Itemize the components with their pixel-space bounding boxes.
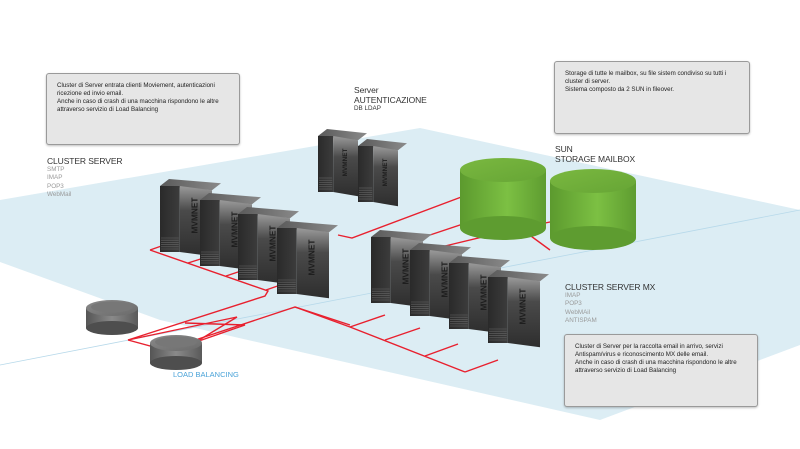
load-balancer-1 bbox=[86, 300, 138, 335]
note-line: Cluster di Server entrata clienti Moviem… bbox=[57, 82, 215, 89]
server-top bbox=[449, 256, 510, 268]
note-line: Storage di tutte le mailbox, su file sis… bbox=[565, 70, 727, 77]
link-mx-3 bbox=[424, 343, 459, 357]
link-cluster-bus bbox=[127, 249, 270, 341]
note-cluster-server: Cluster di Server entrata clienti Moviem… bbox=[46, 73, 240, 145]
server-front bbox=[200, 200, 220, 266]
server-front bbox=[488, 277, 508, 343]
server-side bbox=[373, 146, 398, 207]
brand-mark: MVMNET bbox=[400, 248, 410, 284]
brand-mark: MVMNET bbox=[267, 225, 277, 261]
service-item: IMAP bbox=[47, 174, 63, 182]
server-front bbox=[238, 214, 258, 280]
server-front bbox=[371, 237, 391, 303]
server-front bbox=[358, 146, 374, 202]
brand-mark: MVMNET bbox=[229, 211, 239, 247]
storage-unit-2 bbox=[550, 169, 636, 250]
cluster-server-4: MVMNET bbox=[277, 221, 338, 299]
mx-server-group: MVMNET MVMNET MVMNET MVMNET bbox=[371, 230, 549, 348]
label-auth-server: Server AUTENTICAZIONE DB LDAP bbox=[354, 85, 427, 113]
link-mx-1 bbox=[349, 314, 386, 328]
brand-mark: MVMNET bbox=[342, 149, 349, 177]
note-line: Cluster di Server per la raccolta email … bbox=[575, 343, 723, 350]
label-line: STORAGE MAILBOX bbox=[555, 154, 636, 164]
note-line: Antispam/virus e riconoscimento MX delle… bbox=[575, 351, 709, 358]
server-front bbox=[160, 186, 180, 252]
brand-mark: MVMNET bbox=[306, 239, 316, 275]
service-item: IMAP bbox=[565, 292, 581, 299]
note-line: attraverso servizio di Load Balancing bbox=[57, 106, 159, 113]
service-item: WebMail bbox=[47, 191, 72, 199]
note-line: ricezione ed invio email. bbox=[57, 90, 124, 97]
server-side bbox=[296, 228, 329, 299]
note-line: Anche in caso di crash di una macchina r… bbox=[57, 98, 219, 105]
server-top bbox=[238, 207, 299, 219]
server-top bbox=[200, 193, 261, 205]
brand-mark: MVMNET bbox=[478, 274, 488, 310]
label-line: SUN bbox=[555, 144, 573, 154]
brand-mark: MVMNET bbox=[382, 159, 389, 187]
server-top bbox=[358, 139, 407, 151]
label-cluster-server: CLUSTER SERVER SMTP IMAP POP3 WebMail bbox=[47, 156, 123, 200]
service-item: SMTP bbox=[47, 166, 65, 173]
load-balancer-2 bbox=[150, 335, 202, 370]
note-storage: Storage di tutte le mailbox, su file sis… bbox=[554, 61, 750, 134]
link-storage-a bbox=[337, 189, 481, 239]
label-line: DB LDAP bbox=[354, 105, 381, 112]
server-front bbox=[277, 228, 297, 294]
label-cluster-mx: CLUSTER SERVER MX IMAP POP3 WebMAil ANTI… bbox=[565, 282, 655, 326]
server-front bbox=[410, 250, 430, 316]
link-lb-c bbox=[184, 322, 246, 343]
server-side bbox=[507, 277, 540, 348]
label-line: Server bbox=[354, 85, 379, 95]
brand-mark: MVMNET bbox=[517, 288, 527, 324]
service-item: WebMAil bbox=[565, 308, 591, 316]
server-front bbox=[318, 136, 334, 192]
link-mx-4 bbox=[464, 359, 499, 373]
server-top bbox=[160, 179, 221, 191]
service-item: POP3 bbox=[565, 300, 582, 308]
server-front bbox=[449, 263, 469, 329]
link-lb-a bbox=[127, 316, 238, 341]
server-top bbox=[371, 230, 432, 242]
label-title: CLUSTER SERVER MX bbox=[565, 282, 656, 292]
note-line: cluster di server. bbox=[565, 78, 611, 85]
server-top bbox=[410, 243, 471, 255]
note-line: Sistema composto da 2 SUN in fileover. bbox=[565, 86, 675, 93]
brand-mark: MVMNET bbox=[439, 261, 449, 297]
note-line: attraverso servizio di Load Balancing bbox=[575, 367, 677, 374]
auth-server-1: MVMNET bbox=[318, 129, 367, 197]
auth-server-2: MVMNET bbox=[358, 139, 407, 207]
mx-server-4: MVMNET bbox=[488, 270, 549, 348]
server-top bbox=[488, 270, 549, 282]
auth-server-group: MVMNET MVMNET bbox=[318, 129, 407, 207]
label-line: AUTENTICAZIONE bbox=[354, 95, 427, 105]
server-top bbox=[318, 129, 367, 141]
service-item: ANTISPAM bbox=[565, 317, 597, 325]
service-item: POP3 bbox=[47, 182, 64, 190]
storage-unit-1 bbox=[460, 158, 546, 240]
label-title: CLUSTER SERVER bbox=[47, 156, 123, 166]
note-cluster-mx: Cluster di Server per la raccolta email … bbox=[564, 334, 758, 407]
link-mx-2 bbox=[384, 327, 421, 341]
label-storage: SUN STORAGE MAILBOX bbox=[555, 144, 635, 164]
brand-mark: MVMNET bbox=[189, 197, 199, 233]
cluster-server-group: MVMNET MVMNET MVMNET MVMNET bbox=[160, 179, 338, 299]
server-top bbox=[277, 221, 338, 233]
server-side bbox=[333, 136, 358, 197]
note-line: Anche in caso di crash di una macchina r… bbox=[575, 359, 737, 366]
label-load-balancing: LOAD BALANCING bbox=[173, 370, 239, 379]
